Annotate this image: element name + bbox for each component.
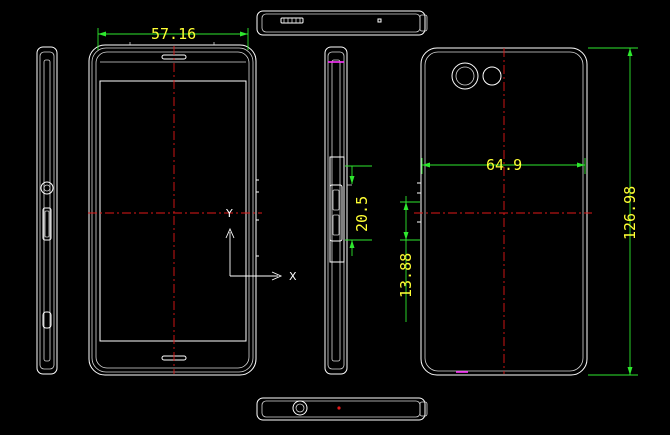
x-axis-label: X bbox=[289, 270, 297, 283]
side-offset-label: 20.5 bbox=[353, 196, 371, 232]
y-axis-label: Y bbox=[225, 207, 233, 220]
height-label: 126.98 bbox=[621, 186, 639, 240]
front-view bbox=[88, 42, 262, 376]
front-width-label: 57.16 bbox=[151, 25, 196, 43]
bottom-edge-view bbox=[256, 397, 428, 421]
side-offset-dimension bbox=[345, 165, 372, 256]
back-view bbox=[414, 47, 592, 376]
height-dimension bbox=[588, 47, 638, 376]
front-width-dimension bbox=[97, 28, 249, 50]
coordinate-axes bbox=[225, 227, 283, 281]
side-length-label: 13.88 bbox=[397, 253, 415, 298]
left-side-view bbox=[36, 46, 58, 375]
side-length-dimension bbox=[400, 196, 420, 322]
back-width-dimension bbox=[421, 158, 586, 174]
right-side-view bbox=[324, 46, 352, 375]
back-width-label: 64.9 bbox=[486, 156, 522, 174]
top-edge-view bbox=[256, 10, 428, 36]
